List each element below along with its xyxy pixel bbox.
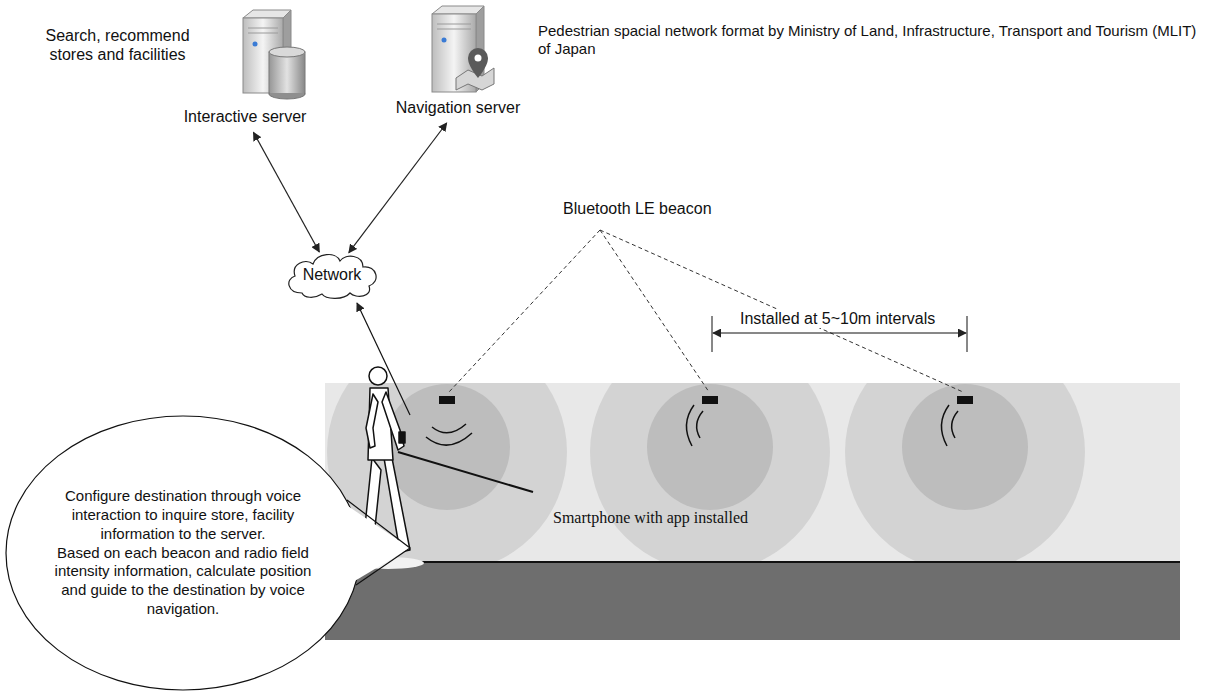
server-slot [437,24,471,25]
node-text: Configure destination through voice inte… [48,487,318,618]
cloud-shape [289,255,376,299]
coverage-outer [845,383,1085,562]
network-connector [253,132,319,252]
server-top [432,6,484,14]
ground [325,562,1180,640]
server-led [253,42,258,47]
node-text-block: Network [303,265,362,285]
callout-pointer [347,500,410,585]
map-pin [468,48,488,78]
navigation-server-icon [432,6,494,92]
node-text-block: Configure destination through voice inte… [48,487,318,543]
dimension-label: Installed at 5~10m intervals [738,309,937,328]
signal-waves [686,405,703,446]
arm [366,394,378,448]
device-label: Smartphone with app installed [553,508,748,527]
arm [382,392,404,450]
node-text-block: Navigation server [396,98,521,118]
ground-line [325,561,1180,563]
leader-line [600,230,963,392]
database-body [269,52,305,94]
database-fill [270,52,304,93]
callout-bubble: Configure destination through voice inte… [5,415,361,691]
server-slot [248,28,278,29]
pedestrian-figure [362,367,533,556]
coverage-circles [327,383,1085,562]
phone-to-network-arrow [357,303,410,415]
coverage-inner [647,384,773,510]
white-cane [398,452,533,492]
beacon [957,396,973,404]
node-text-block: Based on each beacon and radio field int… [48,544,318,619]
coverage-outer [590,383,830,562]
dimension-line [713,333,966,334]
network-cloud: Network [282,250,382,300]
node-text-block: Interactive server [184,107,307,127]
beacon-leaders [449,230,963,392]
server-led [442,38,447,43]
node-text: Navigation server [393,97,524,119]
beacons [426,396,973,446]
beacon [702,396,718,404]
signal-waves [426,424,472,445]
coverage-inner [902,384,1028,510]
callout-pointer-fill [339,500,410,585]
server-slot [437,29,471,30]
data-format-note: Pedestrian spacial network format by Min… [538,22,1208,58]
callout-ellipse [6,416,360,690]
server-label: Interactive server [181,106,310,128]
server-label: Navigation server [393,97,524,119]
server-function-note: Search, recommend stores and facilities [30,26,205,64]
database-top [269,47,305,57]
head [369,367,387,385]
smartphone [399,432,405,443]
beacon [439,396,455,404]
beacon-label: Bluetooth LE beacon [563,199,712,218]
dimension-tick [967,316,968,352]
signal-waves [941,405,958,446]
interactive-server-icon [243,10,305,99]
node-text: Interactive server [181,106,310,128]
server-slot [248,33,278,34]
dimension-tick [712,316,713,352]
network-connector [349,123,447,253]
node-text: Network [303,265,362,285]
map-pin-hole [475,55,482,62]
leader-line [449,230,600,392]
